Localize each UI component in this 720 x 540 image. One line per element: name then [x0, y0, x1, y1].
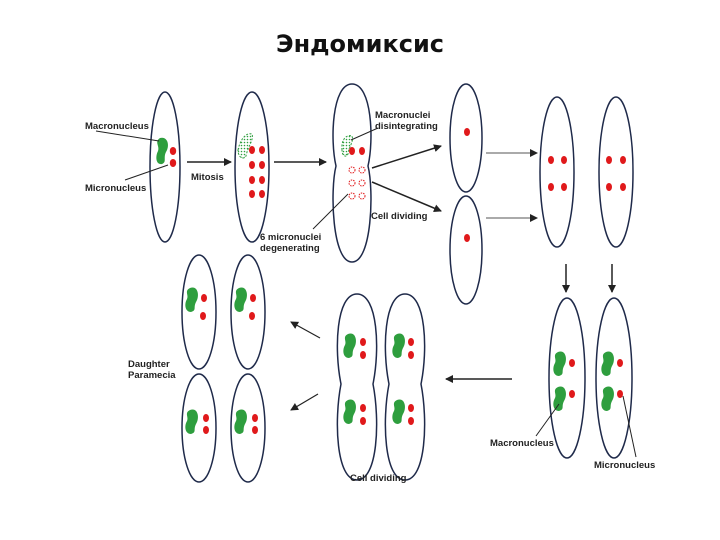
macronucleus-shape — [553, 386, 566, 411]
micronucleus-dot — [349, 147, 355, 155]
micronucleus-dot — [464, 234, 470, 242]
cell-dividing-right — [384, 293, 426, 481]
cell-initial — [149, 91, 181, 243]
micronucleus-dot — [569, 359, 575, 367]
micronucleus-dot — [252, 414, 258, 422]
label-six-micronuclei: 6 micronuclei — [260, 232, 321, 243]
degenerating-micronucleus — [358, 179, 366, 187]
disintegrating-macronucleus — [237, 133, 253, 159]
disintegrating-macronucleus — [341, 135, 353, 157]
micronucleus-dot — [408, 351, 414, 359]
micronucleus-dot — [252, 426, 258, 434]
daughter-paramecium-3 — [181, 373, 217, 483]
macronucleus-shape — [185, 287, 198, 312]
micronucleus-dot — [203, 414, 209, 422]
micronucleus-dot — [617, 359, 623, 367]
micronucleus-dot — [259, 161, 265, 169]
micronucleus-dot — [250, 294, 256, 302]
degenerating-micronucleus — [348, 166, 356, 174]
daughter-cell-upper — [449, 83, 483, 193]
macronucleus-shape — [234, 409, 247, 434]
cell-degenerating — [332, 83, 372, 263]
micronucleus-dot — [606, 156, 612, 164]
micronucleus-dot — [201, 294, 207, 302]
micronucleus-dot — [617, 390, 623, 398]
macronucleus-shape — [392, 399, 405, 424]
micronucleus-dot — [259, 190, 265, 198]
micronucleus-dot — [203, 426, 209, 434]
label-micronucleus-bottom: Micronucleus — [594, 460, 655, 471]
micronucleus-dot — [169, 147, 177, 155]
micronucleus-dot — [408, 338, 414, 346]
daughter-paramecium-1 — [181, 254, 217, 370]
macronucleus-shape — [156, 137, 168, 165]
label-micronucleus: Micronucleus — [85, 183, 146, 194]
daughter-cell-lower — [449, 195, 483, 305]
cell-new-macronuclei-left — [548, 297, 586, 459]
daughter-paramecium-2 — [230, 254, 266, 370]
micronucleus-dot — [606, 183, 612, 191]
label-daughter: Daughter — [128, 359, 170, 370]
cell-new-macronuclei-right — [595, 297, 633, 459]
macronucleus-shape — [343, 399, 356, 424]
label-mitosis: Mitosis — [191, 172, 224, 183]
micronucleus-dot — [200, 312, 206, 320]
micronucleus-dot — [249, 176, 255, 184]
micronucleus-dot — [620, 156, 626, 164]
micronucleus-dot — [249, 161, 255, 169]
degenerating-micronucleus — [348, 179, 356, 187]
macronucleus-shape — [185, 409, 198, 434]
daughter-paramecium-4 — [230, 373, 266, 483]
micronucleus-dot — [249, 190, 255, 198]
label-degenerating: degenerating — [260, 243, 320, 254]
label-macronucleus: Macronucleus — [85, 121, 149, 132]
micronucleus-dot — [620, 183, 626, 191]
micronucleus-dot — [561, 156, 567, 164]
macronucleus-shape — [392, 333, 405, 358]
macronucleus-shape — [234, 287, 247, 312]
micronucleus-dot — [259, 176, 265, 184]
micronucleus-dot — [464, 128, 470, 136]
micronucleus-dot — [359, 147, 365, 155]
cell-dividing-left — [336, 293, 378, 481]
macronucleus-shape — [601, 351, 614, 376]
micronucleus-dot — [360, 417, 366, 425]
macronucleus-shape — [553, 351, 566, 376]
micronucleus-dot — [569, 390, 575, 398]
micronucleus-dot — [548, 156, 554, 164]
micronucleus-dot — [360, 351, 366, 359]
cell-micronuclei-divided-left — [539, 96, 575, 248]
macronucleus-shape — [601, 386, 614, 411]
cell-mitosis — [234, 91, 270, 243]
micronucleus-dot — [408, 417, 414, 425]
micronucleus-dot — [548, 183, 554, 191]
diagram-title: Эндомиксис — [275, 30, 445, 58]
micronucleus-dot — [249, 312, 255, 320]
micronucleus-dot — [259, 146, 265, 154]
label-disintegrating: disintegrating — [375, 121, 438, 132]
micronucleus-dot — [169, 159, 177, 167]
micronucleus-dot — [360, 404, 366, 412]
degenerating-micronucleus — [358, 166, 366, 174]
cell-micronuclei-divided-right — [598, 96, 634, 248]
micronucleus-dot — [408, 404, 414, 412]
label-cell-dividing-top: Cell dividing — [371, 211, 428, 222]
degenerating-micronucleus — [348, 192, 356, 200]
label-macronuclei: Macronuclei — [375, 110, 430, 121]
macronucleus-shape — [343, 333, 356, 358]
degenerating-micronucleus — [358, 192, 366, 200]
micronucleus-dot — [561, 183, 567, 191]
label-cell-dividing-bottom: Cell dividing — [350, 473, 407, 484]
micronucleus-dot — [360, 338, 366, 346]
label-paramecia: Paramecia — [128, 370, 176, 381]
micronucleus-dot — [249, 146, 255, 154]
label-macronucleus-bottom: Macronucleus — [490, 438, 554, 449]
